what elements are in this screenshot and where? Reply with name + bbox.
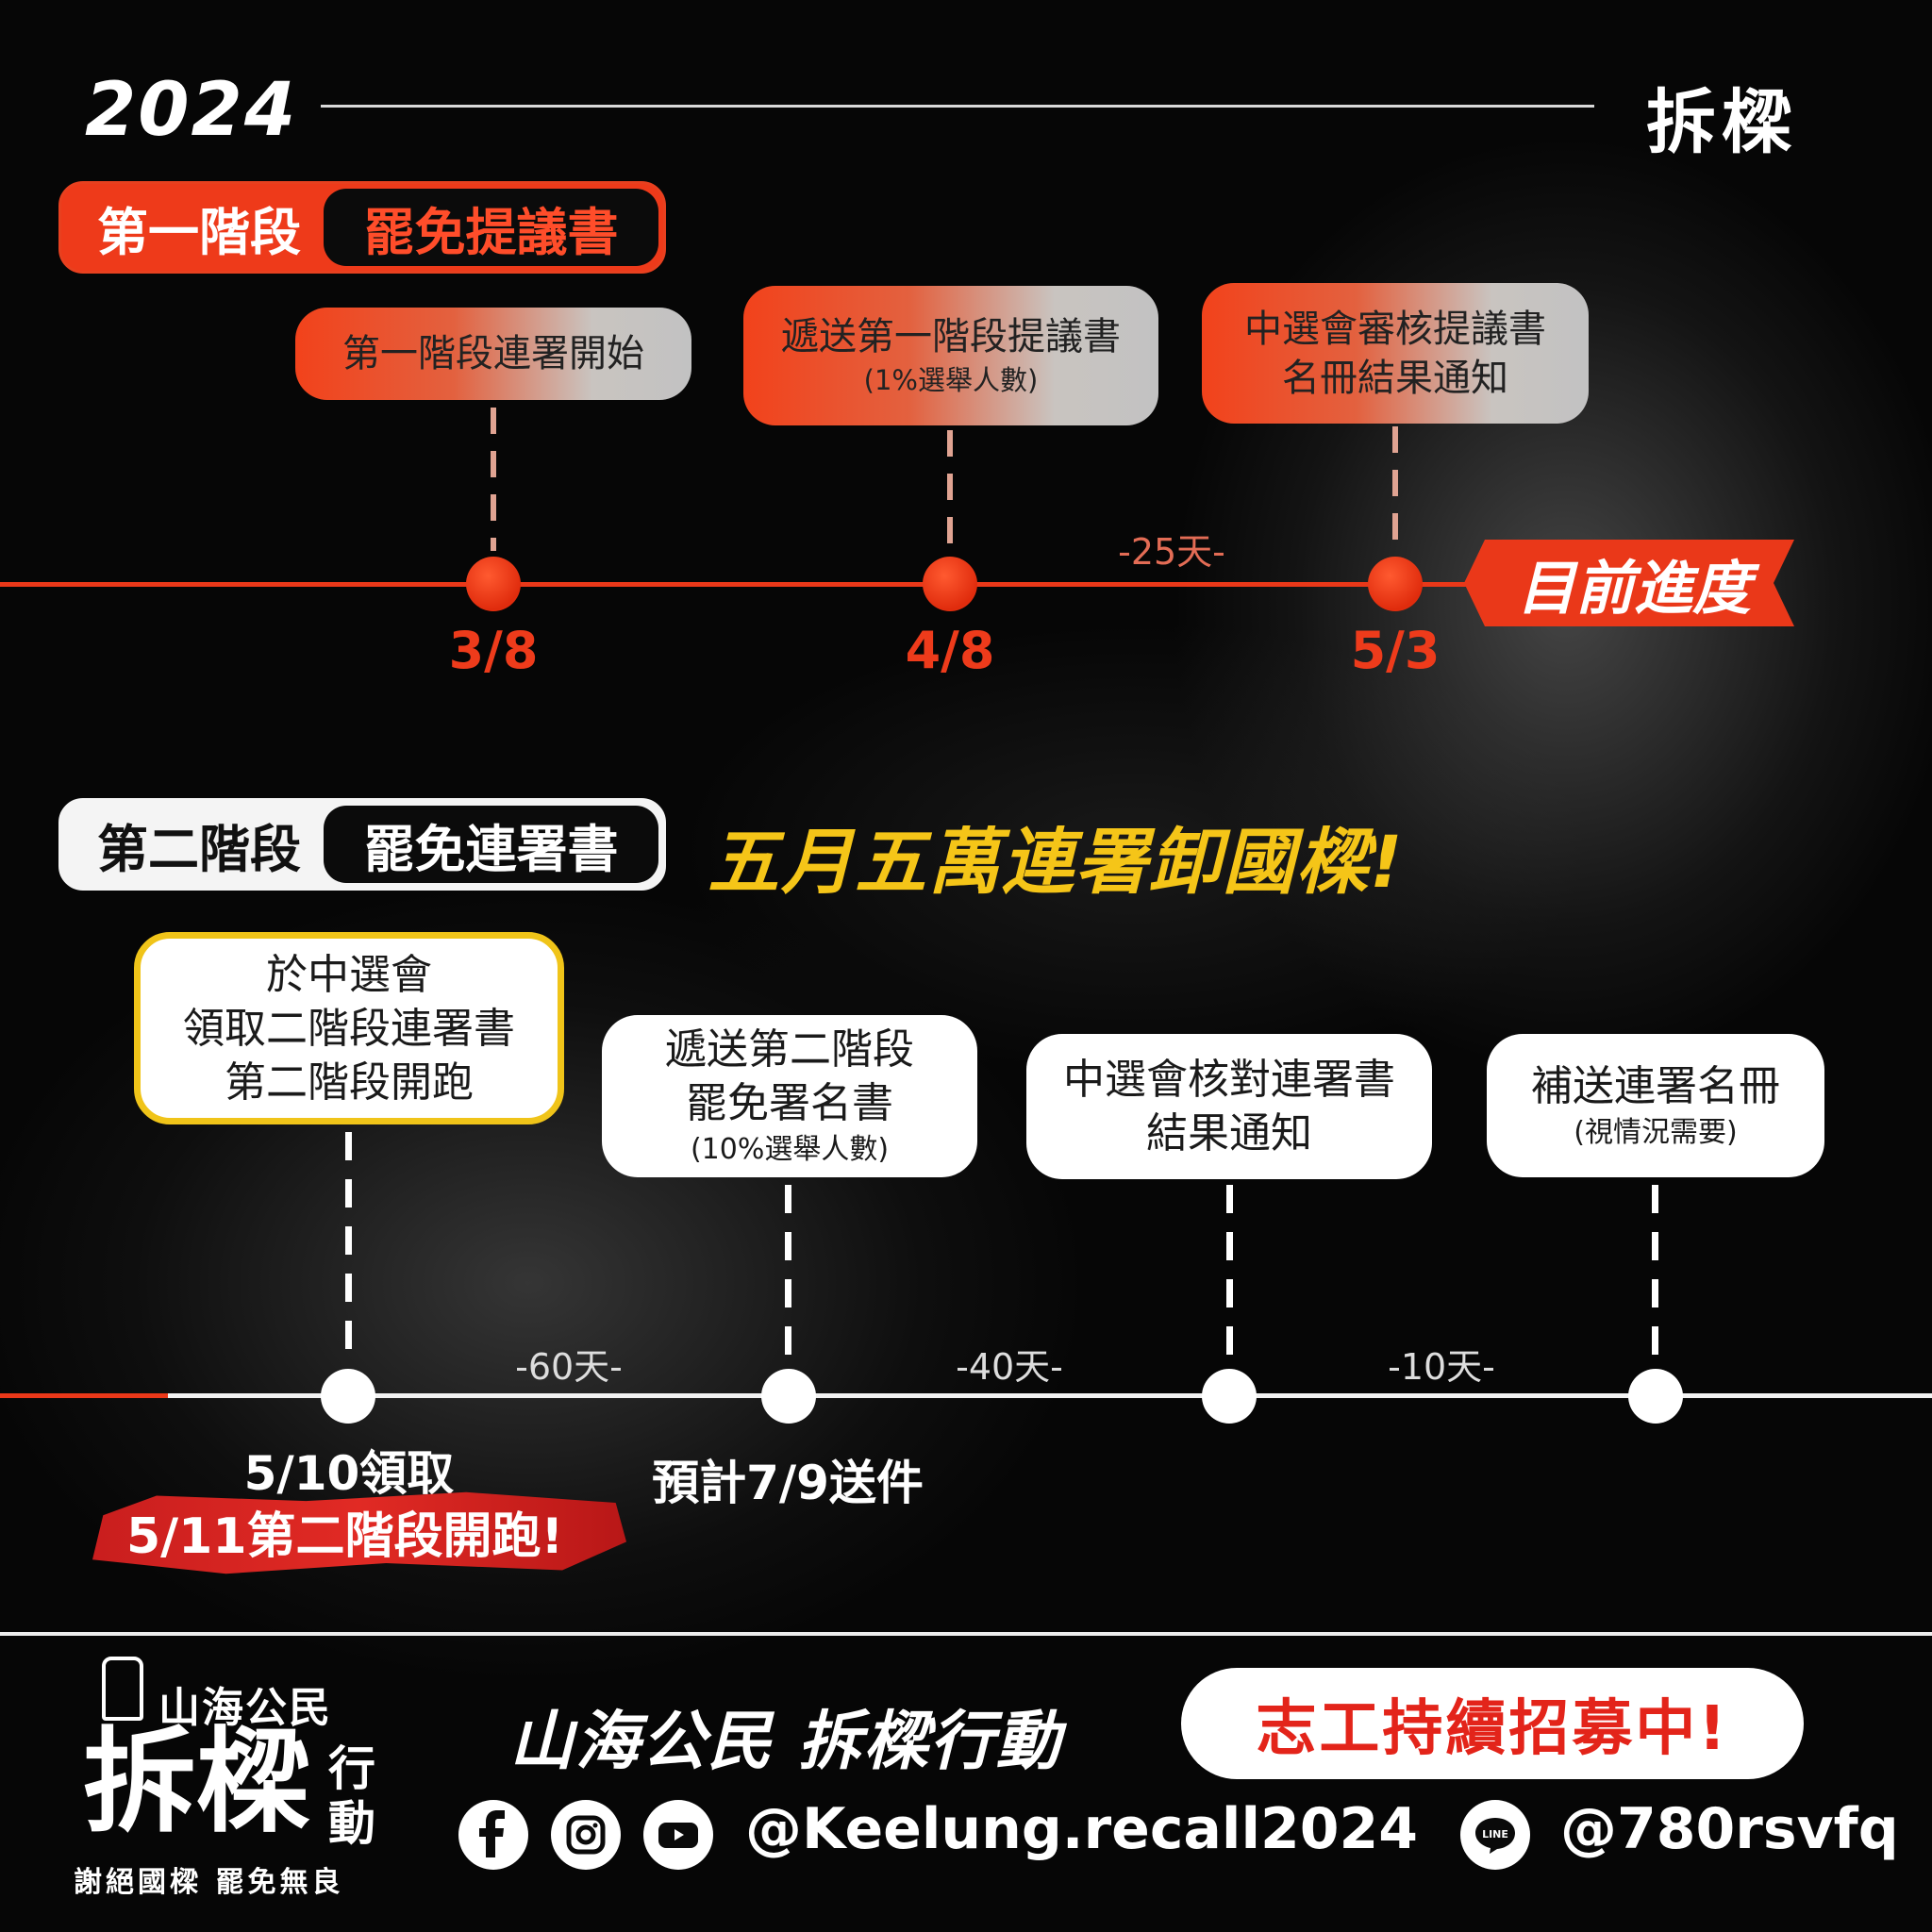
logo-side-text: 行動 [328,1741,375,1851]
date-label: 4/8 [905,621,995,680]
recruit-badge[interactable]: 志工持續招募中! [1181,1668,1804,1779]
stage2-event-1: 於中選會 領取二階段連署書 第二階段開跑 [134,932,564,1124]
event-subtitle: (10%選舉人數) [690,1133,890,1166]
timeline-node [761,1369,816,1424]
stage2-pill: 第二階段 罷免連署書 [58,798,666,891]
date-label: 5/3 [1350,621,1441,680]
connector-dash [947,430,953,555]
year-label: 2024 [85,68,298,153]
event-subtitle: (視情況需要) [1574,1115,1738,1149]
event-line: 第二階段開跑 [225,1058,474,1107]
connector-dash [1226,1185,1233,1364]
stage1-event-2: 遞送第一階段提議書 (1%選舉人數) [743,286,1158,425]
stage2-date-2: 預計7/9送件 [652,1456,924,1510]
timeline-node [1202,1369,1257,1424]
stage1-name: 罷免提議書 [324,189,658,266]
line-icon[interactable]: LINE [1460,1800,1530,1870]
stage2-event-3: 中選會核對連署書 結果通知 [1026,1034,1432,1179]
timeline-node [1628,1369,1683,1424]
stage1-gap-label: -25天- [1118,531,1225,573]
stage1-pill: 第一階段 罷免提議書 [58,181,666,274]
event-line: 結果通知 [1146,1109,1312,1158]
current-progress-tag: 目前進度 [1464,540,1794,626]
stage2-timeline-start [0,1393,168,1398]
date-label: 3/8 [448,621,539,680]
stage1-event-1: 第一階段連署開始 [295,308,691,400]
stage2-gap-label: -10天- [1388,1346,1495,1388]
social-handle[interactable]: @Keelung.recall2024 [745,1796,1419,1862]
line-handle[interactable]: @780rsvfq [1560,1796,1899,1862]
logo-top-text: 山海公民 [158,1684,332,1732]
event-line: 於中選會 [266,950,432,999]
event-line: 領取二階段連署書 [183,1004,515,1053]
connector-dash [345,1132,352,1363]
stage2-slogan: 五月五萬連署卸國樑! [708,820,1405,904]
event-line: 罷免署名書 [686,1079,893,1127]
stage2-gap-label: -60天- [515,1346,623,1388]
connector-dash [785,1185,791,1364]
header-rule [321,105,1594,108]
facebook-icon[interactable] [458,1800,528,1870]
event-line: 補送連署名冊 [1531,1061,1780,1110]
recruit-label: 志工持續招募中! [1256,1694,1729,1764]
event-line: 遞送第二階段 [665,1025,914,1074]
timeline-node [321,1369,375,1424]
stage2-timeline [0,1393,1932,1398]
stage2-date-1: 5/10領取 [243,1446,455,1501]
current-progress-label: 目前進度 [1516,554,1751,623]
line-icon-label: LINE [1482,1828,1508,1840]
timeline-node [466,557,521,611]
event-title: 遞送第一階段提議書 [781,315,1121,358]
stage1-event-3: 中選會審核提議書 名冊結果通知 [1202,283,1589,424]
youtube-icon[interactable] [643,1800,713,1870]
instagram-icon[interactable] [551,1800,621,1870]
timeline-node [923,557,977,611]
timeline-node [1368,557,1423,611]
event-title: 第一階段連署開始 [342,332,644,375]
connector-dash [1392,426,1398,551]
stage2-gap-label: -40天- [956,1346,1063,1388]
stage2-name: 罷免連署書 [324,806,658,883]
logo-main-text: 拆樑 [83,1717,309,1848]
org-name: 山海公民 拆樑行動 [509,1705,1062,1779]
connector-dash [491,408,496,551]
event-line: 中選會核對連署書 [1063,1056,1395,1104]
brush-highlight [92,1491,626,1574]
stage1-timeline [0,582,1472,587]
stage1-number: 第一階段 [97,202,301,262]
footer-rule [0,1632,1932,1636]
event-title-line2: 名冊結果通知 [1282,356,1508,400]
logo-bottom-text: 謝絕國樑 罷免無良 [74,1866,344,1899]
brand-title: 拆樑 [1646,82,1797,163]
stage2-event-2: 遞送第二階段 罷免署名書 (10%選舉人數) [602,1015,977,1177]
event-title: 中選會審核提議書 [1244,307,1546,351]
logo: 山海公民 拆樑 行動 謝絕國樑 罷免無良 [74,1651,404,1906]
stage2-number: 第二階段 [97,819,301,879]
fist-icon [102,1657,143,1721]
stage2-start-highlight: 5/11第二階段開跑! [126,1508,564,1565]
connector-dash [1652,1185,1658,1364]
event-subtitle: (1%選舉人數) [863,364,1039,396]
stage2-event-4: 補送連署名冊 (視情況需要) [1487,1034,1824,1177]
